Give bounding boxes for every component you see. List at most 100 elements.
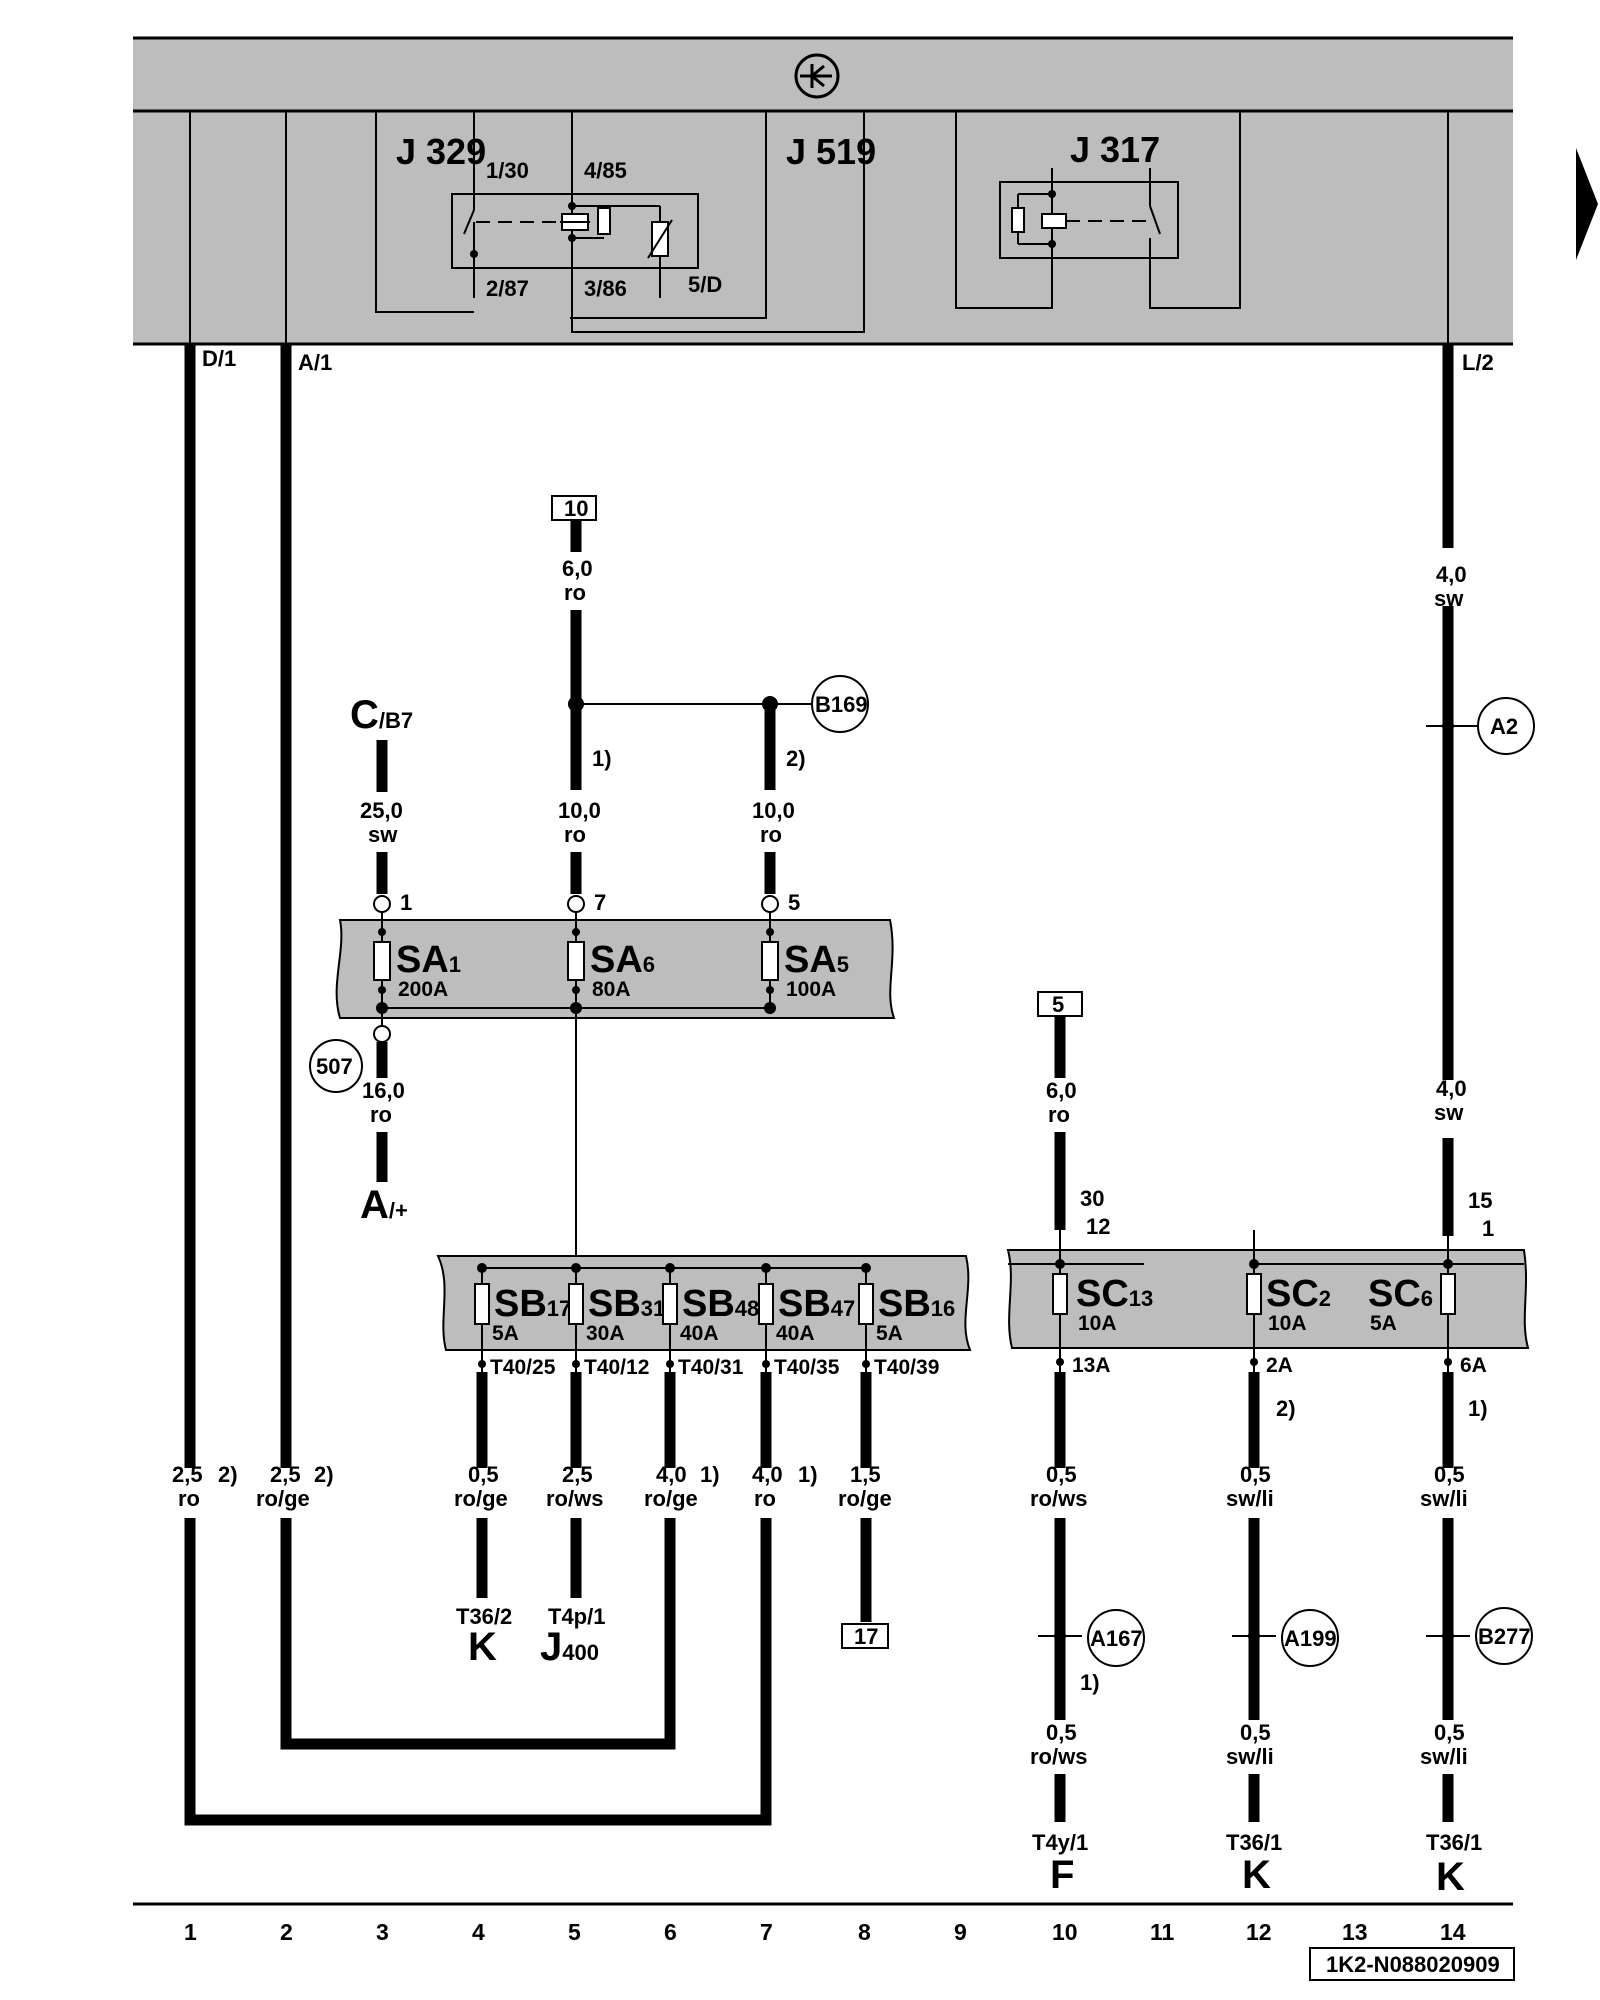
wire-color: sw/li — [1226, 1486, 1274, 1511]
connector-pin: T4p/1 — [548, 1604, 605, 1629]
wire-size: 0,5 — [1240, 1462, 1271, 1487]
fuse-sa6-label: SA6 — [590, 939, 655, 981]
connector-dot — [1056, 1358, 1064, 1366]
connector-dot — [478, 1360, 486, 1368]
output-label: D/1 — [202, 346, 236, 371]
wire-color: sw/li — [1420, 1486, 1468, 1511]
fuse-sb-label: SB47 — [778, 1283, 855, 1325]
connector-pin: T36/1 — [1426, 1830, 1482, 1855]
wire-color: ro — [564, 822, 586, 847]
connector-pin: T36/2 — [456, 1604, 512, 1629]
ground-point-label: A167 — [1090, 1626, 1143, 1651]
column-number: 9 — [954, 1919, 967, 1945]
wire-color: sw — [1434, 1100, 1464, 1125]
fuse-sb-label: SB48 — [682, 1283, 759, 1325]
wire-size: 0,5 — [1046, 1462, 1077, 1487]
ground-icon — [794, 53, 840, 99]
note: 1) — [798, 1462, 818, 1487]
pin-label: 4/85 — [584, 158, 627, 183]
connector-pin: 2A — [1266, 1354, 1293, 1377]
wire-color: ro/ge — [256, 1486, 310, 1511]
wire-color: ro/ws — [546, 1486, 603, 1511]
wire-size: 2,5 — [270, 1462, 301, 1487]
ground-point-label: B277 — [1478, 1624, 1531, 1649]
column-number: 4 — [472, 1919, 485, 1945]
ground-point-label: B169 — [815, 692, 868, 717]
wire-size: 4,0 — [1436, 562, 1467, 587]
fuse-sc-label: SC2 — [1266, 1273, 1331, 1315]
wire-size: 10,0 — [752, 798, 795, 823]
connector-pin: T40/31 — [678, 1356, 744, 1379]
component-k: K — [468, 1625, 497, 1669]
fuse-icon — [1440, 1273, 1456, 1315]
ref-box-label: 5 — [1052, 992, 1064, 1017]
pin-label: 1/30 — [486, 158, 529, 183]
connector-pin: T40/39 — [874, 1356, 939, 1379]
ref-box-label: 10 — [564, 496, 588, 521]
wire-color: sw/li — [1226, 1744, 1274, 1769]
wire-color: ro/ws — [1030, 1744, 1087, 1769]
fuse-sc-label: SC13 — [1076, 1273, 1153, 1315]
ground-point-label: 507 — [316, 1054, 353, 1079]
connector-pin: 13A — [1072, 1354, 1111, 1377]
fuse-sc-label: SC6 — [1368, 1273, 1433, 1315]
pin-label: 5/D — [688, 272, 722, 297]
relay-j519-label: J 519 — [786, 131, 876, 172]
wire-color: ro — [178, 1486, 200, 1511]
pin-label: 1 — [400, 890, 412, 915]
wire-size: 16,0 — [362, 1078, 405, 1103]
pin-label: 1 — [1482, 1216, 1494, 1241]
note: 1) — [700, 1462, 720, 1487]
component-k: K — [1436, 1855, 1465, 1899]
column-number: 3 — [376, 1919, 389, 1945]
fuse-amp: 5A — [1370, 1312, 1397, 1335]
column-number: 10 — [1052, 1919, 1078, 1945]
ecu-block — [133, 38, 1513, 344]
fuse-block-sb — [436, 1255, 972, 1351]
fuse-amp: 5A — [492, 1322, 519, 1345]
fuse-amp: 200A — [398, 978, 448, 1001]
relay-j317-label: J 317 — [1070, 129, 1160, 170]
fuse-sb-label: SB16 — [878, 1283, 955, 1325]
wire-color: sw — [1434, 586, 1464, 611]
pin-label: 15 — [1468, 1188, 1492, 1213]
wire-size: 10,0 — [558, 798, 601, 823]
fuse-icon — [1052, 1273, 1068, 1315]
column-number: 5 — [568, 1919, 581, 1945]
fuse-icon — [758, 1283, 774, 1325]
connector-pin: 6A — [1460, 1354, 1487, 1377]
fuse-amp: 40A — [776, 1322, 815, 1345]
wire-size: 0,5 — [1046, 1720, 1077, 1745]
output-label: A/1 — [298, 350, 332, 375]
wire-color: sw — [368, 822, 398, 847]
fuse-sb-label: SB17 — [494, 1283, 571, 1325]
pin-label: 5 — [788, 890, 800, 915]
fuse-amp: 80A — [592, 978, 631, 1001]
component-f: F — [1050, 1853, 1074, 1897]
component-k: K — [1242, 1853, 1271, 1897]
note: 1) — [592, 746, 612, 771]
wire-size: 2,5 — [562, 1462, 593, 1487]
connector-dot — [862, 1360, 870, 1368]
note: 2) — [314, 1462, 334, 1487]
connector-pin: T40/25 — [490, 1356, 556, 1379]
column-number: 8 — [858, 1919, 871, 1945]
pin-label: 2/87 — [486, 276, 529, 301]
wire-color: ro — [370, 1102, 392, 1127]
wire-size: 25,0 — [360, 798, 403, 823]
wire-size: 0,5 — [468, 1462, 499, 1487]
output-label: L/2 — [1462, 350, 1494, 375]
column-number: 6 — [664, 1919, 677, 1945]
connector-dot — [572, 1360, 580, 1368]
ground-point-label: A199 — [1284, 1626, 1337, 1651]
ref-box-label: 17 — [854, 1624, 878, 1649]
note: 2) — [1276, 1396, 1296, 1421]
wire-size: 0,5 — [1434, 1720, 1465, 1745]
fuse-icon — [858, 1283, 874, 1325]
wire-color: ro — [760, 822, 782, 847]
fuse-icon — [474, 1283, 490, 1325]
pin-label: 12 — [1086, 1214, 1110, 1239]
fuse-sb-label: SB31 — [588, 1283, 665, 1325]
fuse-amp: 5A — [876, 1322, 903, 1345]
